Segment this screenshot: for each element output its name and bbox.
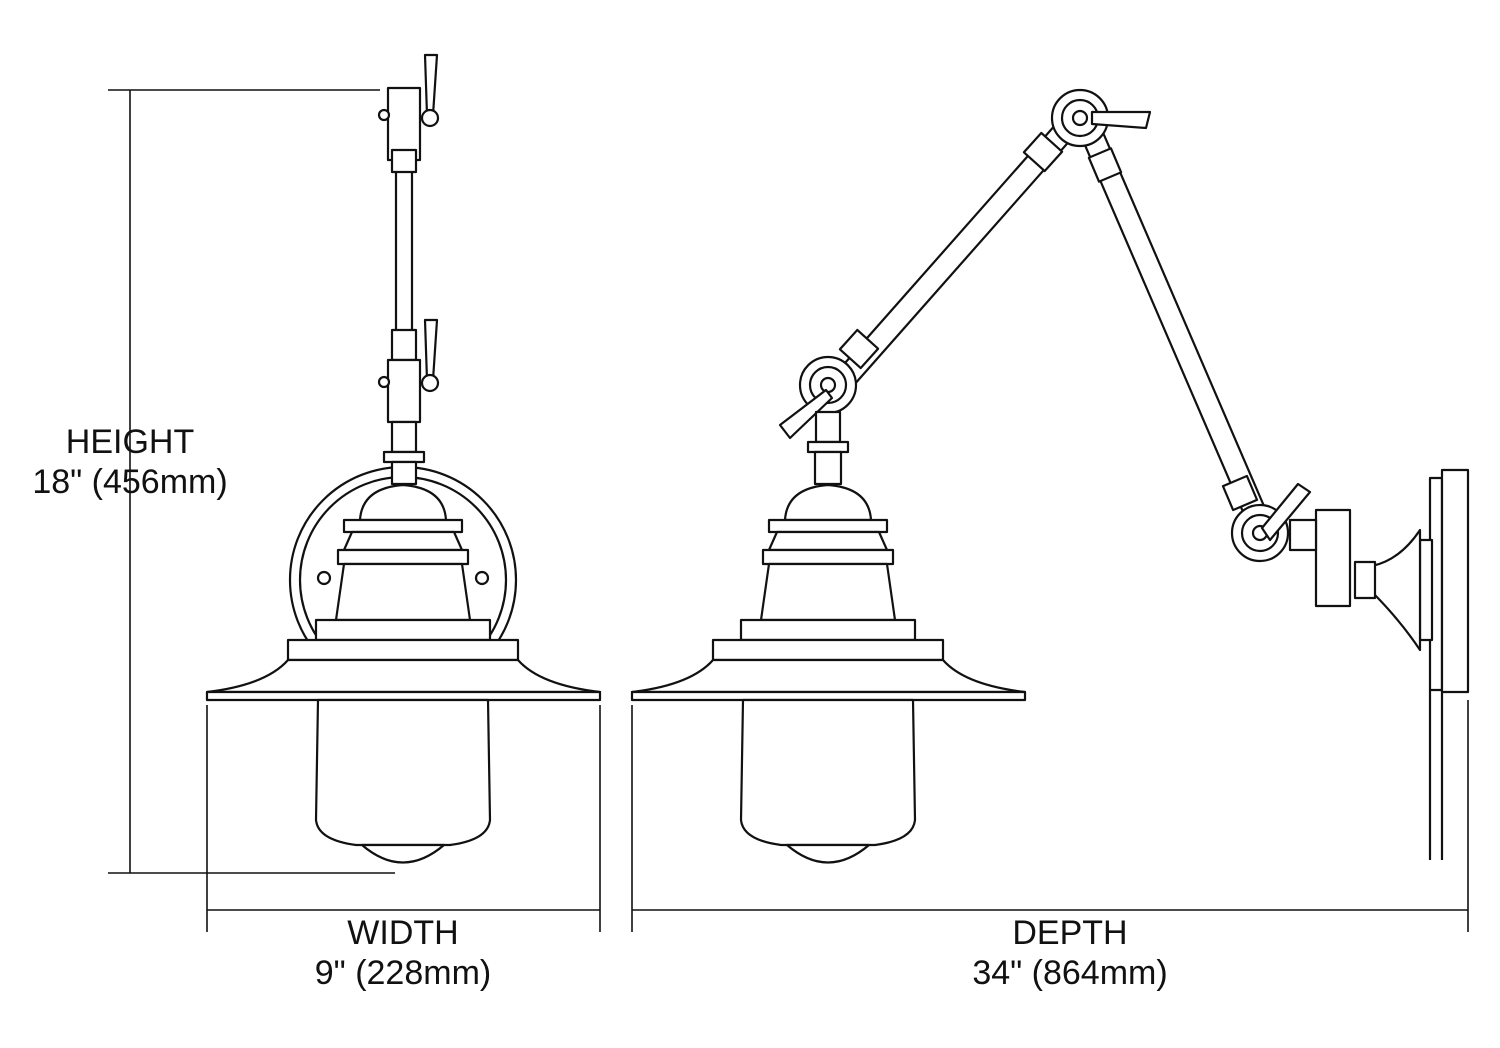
depth-dimension-line — [631, 700, 1469, 932]
height-dimension-line — [108, 89, 395, 874]
height-value: 18" (456mm) — [32, 463, 228, 501]
width-value: 9" (228mm) — [314, 954, 492, 992]
depth-title: DEPTH — [1012, 914, 1128, 952]
width-title: WIDTH — [347, 914, 459, 952]
width-dimension-line — [206, 705, 601, 932]
front-view-lamp — [205, 53, 602, 864]
height-title: HEIGHT — [65, 423, 195, 461]
depth-value: 34" (864mm) — [972, 954, 1168, 992]
side-view-lamp — [630, 88, 1470, 864]
depth-label: DEPTH 34" (864mm) — [920, 913, 1220, 993]
width-label: WIDTH 9" (228mm) — [253, 913, 553, 993]
height-label: HEIGHT 18" (456mm) — [20, 422, 240, 502]
